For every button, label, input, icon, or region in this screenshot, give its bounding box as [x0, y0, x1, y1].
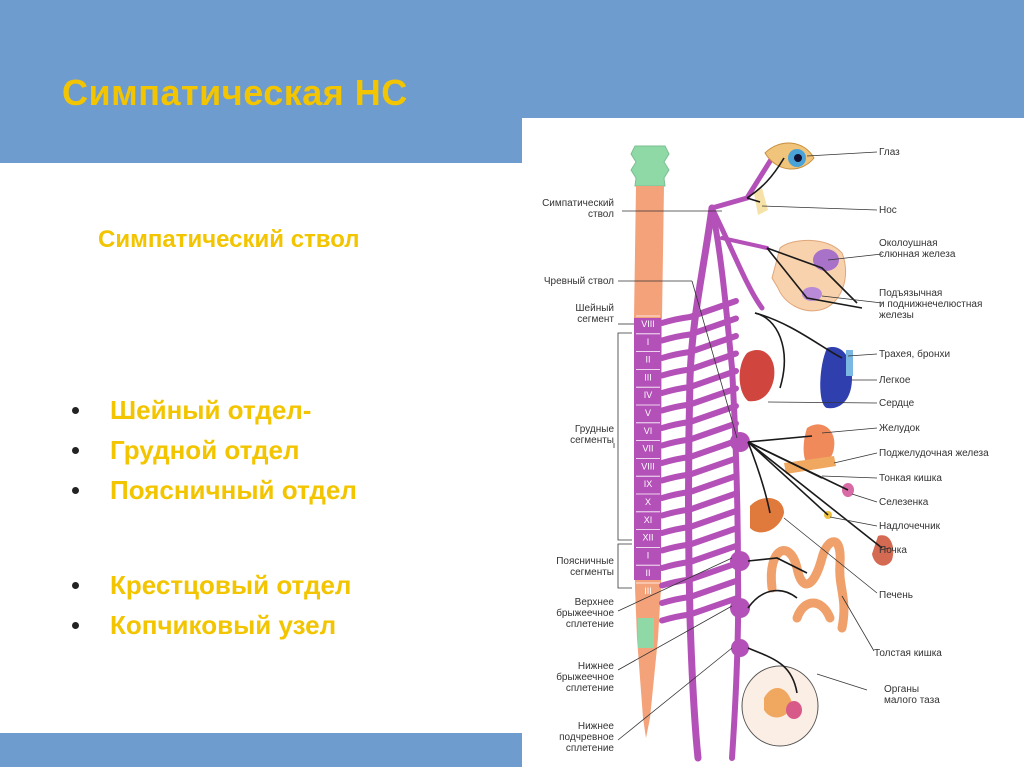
label-pelvic: малого таза	[884, 695, 940, 706]
label-celiac: Чревный ствол	[544, 276, 614, 287]
bullet-item: Крестцовый отдел	[70, 565, 351, 605]
bullet-text: Грудной отдел	[110, 435, 300, 465]
label-parotid: Околоушная	[879, 238, 938, 249]
label-small-intestine: Тонкая кишка	[879, 473, 942, 484]
eye-icon	[765, 143, 814, 169]
label-spleen: Селезенка	[879, 497, 929, 508]
label-adrenal: Надлочечник	[879, 521, 941, 532]
segment-numeral: I	[647, 550, 650, 560]
bullet-text: Шейный отдел-	[110, 395, 311, 425]
bullet-text: Копчиковый узел	[110, 610, 336, 640]
label-kidney: Почка	[879, 545, 907, 556]
segment-numeral: III	[644, 586, 652, 596]
label-inf-hypogastric: подчревное	[559, 732, 614, 743]
label-sup-mesenteric: сплетение	[566, 619, 615, 630]
label-nose: Нос	[879, 205, 897, 216]
label-pancreas: Поджелудочная железа	[879, 448, 989, 459]
bullet-list-main: Шейный отдел- Грудной отдел Поясничный о…	[70, 390, 357, 510]
label-colon: Толстая кишка	[874, 648, 942, 659]
bullet-dot-icon	[72, 407, 79, 414]
label-lumbar: сегменты	[570, 567, 614, 578]
label-heart: Сердце	[879, 398, 915, 409]
label-sup-mesenteric: Верхнее	[575, 597, 615, 608]
bullet-dot-icon	[72, 582, 79, 589]
label-sublingual: Подъязычная	[879, 288, 942, 299]
label-sup-mesenteric: брыжеечное	[556, 607, 614, 619]
label-trachea: Трахея, бронхи	[879, 348, 950, 360]
label-liver: Печень	[879, 590, 913, 601]
label-sublingual: железы	[879, 310, 914, 321]
label-trunk: ствол	[588, 209, 614, 220]
segment-numeral: XII	[642, 533, 653, 543]
bullet-text: Крестцовый отдел	[110, 570, 351, 600]
label-cervical: Шейный	[575, 303, 614, 314]
label-pelvic: Органы	[884, 684, 919, 695]
segment-brackets	[618, 333, 632, 588]
heart-icon	[740, 350, 775, 401]
label-inf-hypogastric: сплетение	[566, 743, 615, 754]
colon-icon	[771, 542, 844, 628]
face-icon	[772, 240, 846, 310]
segment-numeral: IV	[644, 390, 653, 400]
label-stomach: Желудок	[879, 423, 920, 434]
label-trunk: Симпатический	[542, 198, 614, 209]
bullet-text: Поясничный отдел	[110, 475, 357, 505]
label-inf-hypogastric: Нижнее	[578, 721, 615, 732]
label-eye: Глаз	[879, 147, 900, 158]
bullet-item: Копчиковый узел	[70, 605, 351, 645]
bullet-dot-icon	[72, 622, 79, 629]
segment-numeral: VIII	[641, 319, 655, 329]
bullet-item: Грудной отдел	[70, 430, 357, 470]
label-lung: Легкое	[879, 375, 911, 386]
bullet-list-secondary: Крестцовый отдел Копчиковый узел	[70, 565, 351, 645]
segment-numeral: III	[644, 372, 652, 382]
segment-numeral: VII	[642, 444, 653, 454]
segment-numeral: XI	[644, 515, 653, 525]
slide-subtitle: Симпатический ствол	[98, 226, 360, 254]
bullet-item: Поясничный отдел	[70, 470, 357, 510]
pelvic-organs-icon	[742, 666, 818, 746]
bullet-item: Шейный отдел-	[70, 390, 357, 430]
segment-numeral: I	[647, 337, 650, 347]
label-cervical: сегмент	[577, 314, 614, 325]
label-inf-mesenteric: сплетение	[566, 683, 615, 694]
segment-numeral: II	[645, 355, 650, 365]
label-thoracic: Грудные	[575, 424, 615, 435]
segment-numeral: VI	[644, 426, 653, 436]
label-inf-mesenteric: брыжеечное	[556, 671, 614, 683]
segment-numeral: II	[645, 568, 650, 578]
label-parotid: слюнная железа	[879, 249, 956, 260]
segment-numeral: VIII	[641, 461, 655, 471]
label-inf-mesenteric: Нижнее	[578, 661, 615, 672]
slide-title: Симпатическая НС	[62, 72, 408, 114]
bullet-dot-icon	[72, 447, 79, 454]
label-sublingual: и поднижнечелюстная	[879, 299, 982, 310]
segment-numeral: IX	[644, 479, 653, 489]
label-thoracic: сегменты	[570, 435, 614, 446]
label-lumbar: Поясничные	[556, 556, 614, 567]
segment-numeral: X	[645, 497, 651, 507]
bullet-dot-icon	[72, 487, 79, 494]
segment-numeral: V	[645, 408, 651, 418]
